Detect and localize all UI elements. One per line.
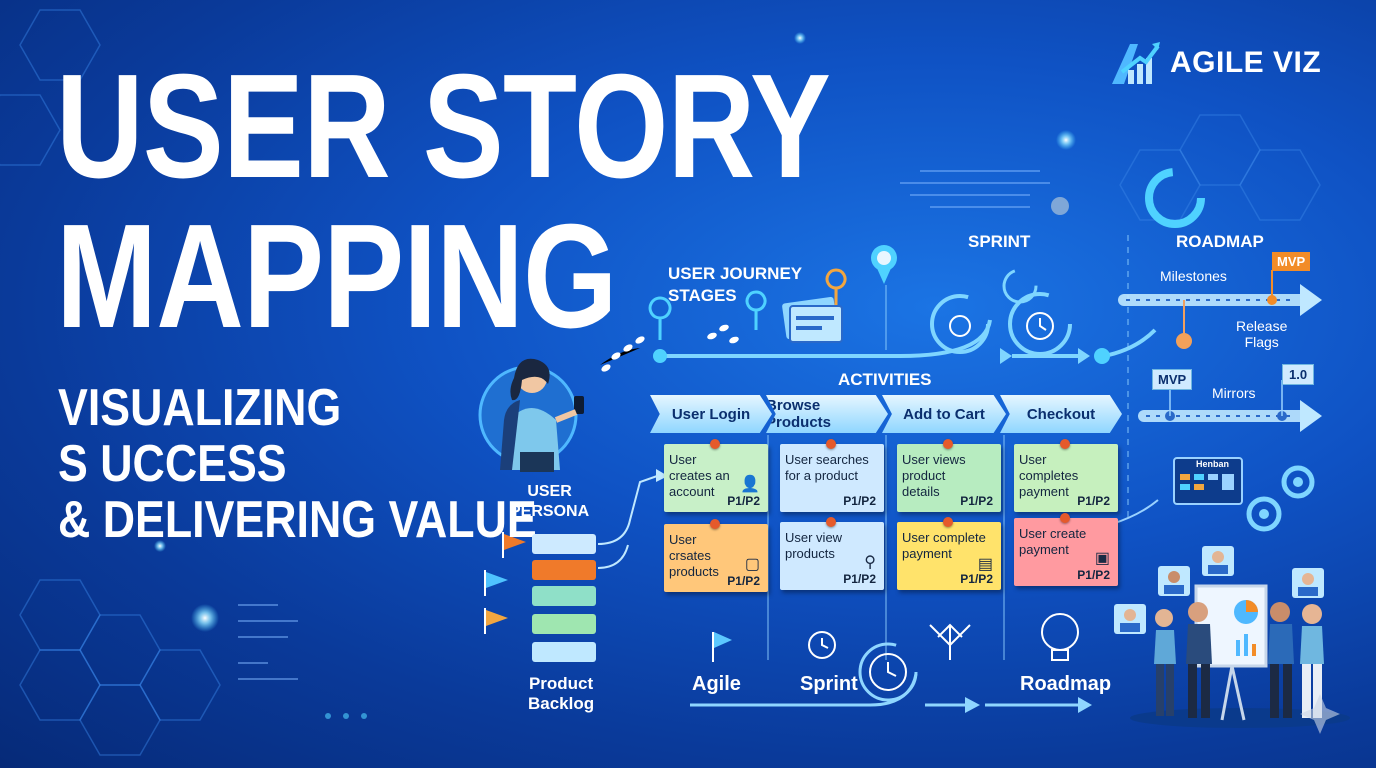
mvp-tag: MVP [1272,252,1311,271]
activity-checkout: Checkout [1000,395,1122,433]
story-note: User creates an account 👤 P1/P2 [664,439,768,512]
title-line-1: USER STORY [56,44,831,209]
sprint-label: SPRINT [968,232,1031,251]
story-note: User searches for a product P1/P2 [780,439,884,512]
mvp-tag-2: MVP [1152,369,1193,390]
pin-icon [826,517,836,527]
user-icon: 👤 [740,476,760,493]
story-note: User complete payment ▤ P1/P2 [897,517,1001,590]
story-note: User view products ⚲ P1/P2 [780,517,884,590]
agile-label: Agile [692,673,741,695]
pin-icon [1060,513,1070,523]
backlog-bar [532,534,596,554]
pin-icon [943,517,953,527]
backlog-bar [532,614,596,634]
pin-icon [826,439,836,449]
search-icon: ⚲ [864,554,876,571]
backlog-bar [532,586,596,606]
title-line-2: MAPPING [56,194,617,359]
pin-icon [710,519,720,529]
persona-label: USER PERSONA [510,483,590,520]
main-title: USER STORY MAPPING [56,44,831,359]
brand-logo: AGILE VIZ [1110,40,1321,86]
cart-icon: ▤ [977,556,993,573]
journey-label: USER JOURNEY STAGES [668,264,803,305]
logo-text: AGILE VIZ [1170,46,1322,79]
backlog-label: Product Backlog [528,674,595,713]
milestones-label: Milestones [1160,268,1227,284]
roadmap-bottom-label: Roadmap [1020,673,1112,695]
release-flags-label: Release Flags [1236,318,1288,350]
card-icon: ▣ [1094,550,1110,567]
subtitle: VISUALIZING S UCCESS & DELIVERING VALUE [58,379,537,549]
activity-user-login: User Login [650,395,772,433]
backlog-bar [532,642,596,662]
logo-mark-icon [1112,42,1160,84]
activities-label: ACTIVITIES [838,370,932,389]
activity-browse-products: Browse Products [766,395,888,433]
box-icon: ▢ [744,556,760,573]
pin-icon [1060,439,1070,449]
pin-icon [710,439,720,449]
sprint-bottom-label: Sprint [800,673,858,695]
roadmap-label: ROADMAP [1176,232,1264,251]
pin-icon [943,439,953,449]
mirrors-label: Mirrors [1212,385,1256,401]
story-note: User completes payment P1/P2 [1014,439,1118,512]
activity-add-to-cart: Add to Cart [882,395,1006,433]
story-note: User create payment ▣ P1/P2 [1014,513,1118,586]
version-tag: 1.0 [1282,364,1315,385]
story-note: User views product details P1/P2 [897,439,1001,512]
kanban-label: Henban [1196,459,1230,469]
story-note: User crsates products ▢ P1/P2 [664,519,768,592]
backlog-bar [532,560,596,580]
